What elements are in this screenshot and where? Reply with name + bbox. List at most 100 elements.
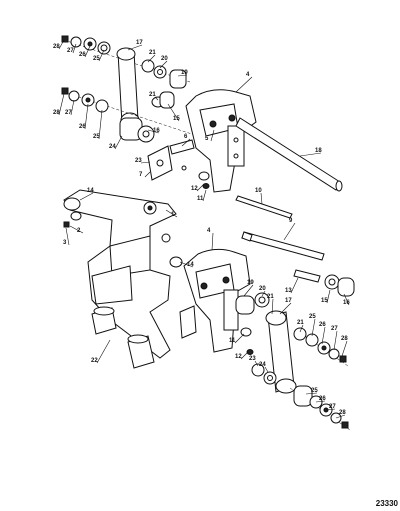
lower-swivel-bracket — [179, 248, 251, 353]
callout-leader-13 — [290, 277, 299, 294]
callout-label-26: 26 — [319, 322, 326, 328]
callout-leader-7 — [144, 171, 151, 178]
figure-reference-number: 23330 — [375, 499, 398, 508]
callout-label-26: 26 — [319, 396, 326, 402]
pins-22 — [91, 306, 155, 369]
callout-leader-24 — [114, 135, 123, 150]
callout-leader-28 — [341, 340, 348, 357]
callout-leader-20 — [159, 60, 168, 69]
callout-label-28: 28 — [53, 44, 60, 50]
callout-label-23: 23 — [249, 356, 256, 362]
callout-label-28: 28 — [339, 410, 346, 416]
callout-label-22: 22 — [91, 358, 98, 364]
bottom-fastener-stack — [289, 385, 351, 431]
callout-label-28: 28 — [53, 110, 60, 116]
pin-10 — [235, 195, 293, 219]
callout-label-24: 24 — [259, 362, 266, 368]
callout-label-20: 20 — [259, 286, 266, 292]
lower-bushings-19-20 — [235, 292, 270, 315]
callout-leader-24 — [264, 366, 269, 373]
callout-leader-3 — [65, 227, 70, 246]
callout-leader-15 — [167, 103, 180, 122]
callout-label-25: 25 — [93, 134, 100, 140]
callout-label-15: 15 — [173, 116, 180, 122]
callout-leader-9 — [283, 222, 296, 241]
callout-leader-27 — [333, 330, 338, 351]
callout-label-18: 18 — [315, 148, 322, 154]
callout-leader-25 — [305, 392, 318, 395]
callout-label-5: 5 — [205, 136, 209, 142]
callout-label-14: 14 — [187, 262, 194, 268]
callout-leader-4 — [235, 76, 253, 93]
callout-label-26: 26 — [79, 124, 86, 130]
callout-leader-17 — [279, 302, 292, 315]
callout-label-25: 25 — [311, 388, 318, 394]
callout-leader-17 — [127, 44, 143, 51]
callout-label-12: 12 — [235, 354, 242, 360]
callout-leader-26 — [321, 326, 326, 345]
clamp-small-parts — [63, 211, 183, 268]
callout-leader-27 — [72, 43, 77, 54]
callout-leader-16 — [343, 293, 350, 306]
pin-13-group — [293, 269, 355, 297]
callout-leader-23 — [254, 360, 259, 367]
callout-leader-28 — [335, 414, 346, 419]
lower-left-washer-stack — [251, 363, 277, 385]
callout-leader-20 — [261, 290, 266, 297]
upper-small-parts — [147, 139, 195, 181]
callout-label-14: 14 — [87, 188, 94, 194]
callout-leader-19 — [243, 284, 254, 297]
callout-label-21: 21 — [297, 320, 304, 326]
callout-label-17: 17 — [285, 298, 292, 304]
callout-leader-21 — [299, 324, 304, 333]
lower-link-arm — [265, 310, 297, 394]
callout-label-15: 15 — [321, 298, 328, 304]
callout-label-25: 25 — [309, 314, 316, 320]
callout-leader-18 — [299, 152, 322, 157]
callout-leader-16 — [147, 129, 160, 134]
upper-arm-bushings — [141, 59, 187, 109]
upper-fastener-stack-top — [61, 35, 191, 83]
callout-label-20: 20 — [161, 56, 168, 62]
callout-leader-26 — [84, 45, 91, 58]
callout-leader-28 — [58, 93, 65, 116]
callout-label-21: 21 — [149, 50, 156, 56]
long-pivot-tube — [235, 117, 343, 192]
upper-swivel-bracket — [185, 89, 257, 193]
callout-label-27: 27 — [65, 110, 72, 116]
callout-label-16: 16 — [153, 128, 160, 134]
callout-label-13: 13 — [285, 288, 292, 294]
callout-label-27: 27 — [329, 404, 336, 410]
callout-leader-14 — [79, 192, 94, 201]
callout-leader-27 — [325, 408, 336, 411]
callout-leader-21 — [154, 96, 159, 101]
lower-washers-11-12 — [240, 327, 254, 355]
callout-label-21: 21 — [149, 92, 156, 98]
clamp-bracket-body — [63, 189, 177, 359]
callout-label-12: 12 — [191, 186, 198, 192]
callout-label-6: 6 — [184, 134, 188, 140]
callout-leader-5 — [210, 129, 215, 142]
callout-label-4: 4 — [207, 228, 211, 234]
callout-label-19: 19 — [181, 70, 188, 76]
callout-leader-12 — [196, 183, 205, 192]
callout-leader-11 — [202, 189, 207, 202]
callout-leader-21 — [271, 298, 274, 315]
callout-label-17: 17 — [136, 40, 143, 46]
callout-leader-19 — [177, 74, 188, 77]
callout-label-1: 1 — [171, 212, 175, 218]
callout-leader-25 — [98, 109, 103, 140]
callout-leader-26 — [84, 103, 89, 130]
callout-label-24: 24 — [109, 144, 116, 150]
callout-label-23: 23 — [135, 158, 142, 164]
callout-label-16: 16 — [343, 300, 350, 306]
callout-label-27: 27 — [331, 326, 338, 332]
lower-right-fastener-stack — [293, 327, 349, 367]
upper-link-arm — [116, 47, 140, 128]
callout-leader-28 — [58, 39, 65, 50]
callout-leader-23 — [140, 161, 151, 164]
callout-label-11: 11 — [197, 196, 204, 202]
